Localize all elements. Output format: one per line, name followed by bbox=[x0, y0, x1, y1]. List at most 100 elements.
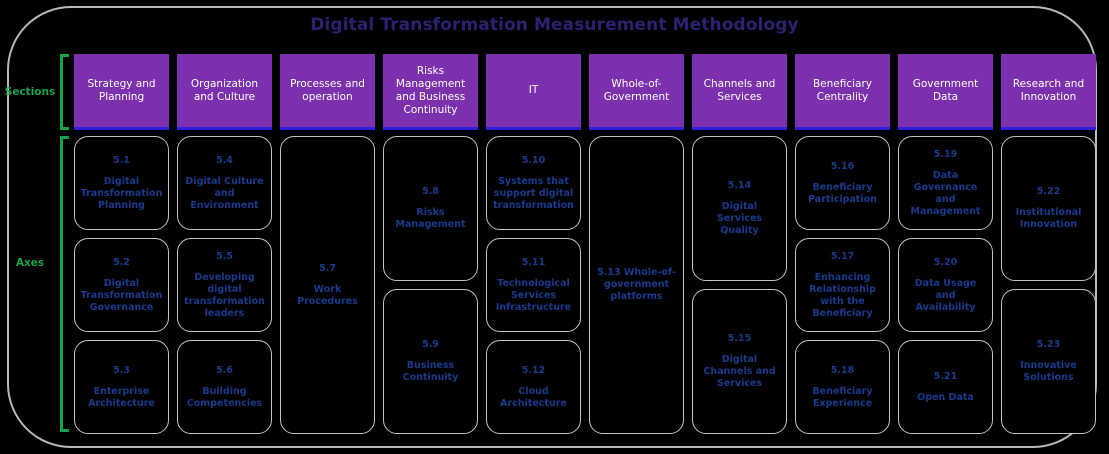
axis-card-5.13[interactable]: 5.135.13 Whole-of-government platforms bbox=[589, 136, 684, 434]
axis-number: 5.20 bbox=[933, 256, 958, 268]
axis-number: 5.6 bbox=[216, 364, 233, 376]
section-header-9[interactable]: Government Data bbox=[898, 54, 993, 130]
axis-title: Cloud Architecture bbox=[500, 385, 567, 409]
axis-title: Enterprise Architecture bbox=[88, 385, 155, 409]
axis-number: 5.15 bbox=[727, 333, 752, 344]
axis-number: 5.5 bbox=[216, 250, 233, 262]
axes-row-label: Axes bbox=[15, 257, 45, 269]
axis-title: Work Procedures bbox=[297, 283, 358, 307]
axis-number: 5.10 bbox=[521, 154, 546, 166]
axis-title: Open Data bbox=[917, 391, 974, 403]
axis-title: Developing digital transformation leader… bbox=[184, 271, 265, 319]
axis-number: 5.4 bbox=[216, 154, 233, 166]
axis-title: Digital Culture and Environment bbox=[185, 175, 264, 211]
section-header-4[interactable]: Risks Management and Business Continuity bbox=[383, 54, 478, 130]
axis-title: Institutional Innovation bbox=[1015, 207, 1082, 230]
section-header-7[interactable]: Channels and Services bbox=[692, 54, 787, 130]
axis-title: Data Governance and Management bbox=[910, 169, 981, 217]
section-header-8[interactable]: Beneficiary Centrality bbox=[795, 54, 890, 130]
axis-title: Risks Management bbox=[395, 207, 466, 230]
axis-title: Digital Channels and Services bbox=[703, 354, 776, 389]
axis-number: 5.11 bbox=[521, 256, 546, 268]
axis-title: Enhancing Relationship with the Benefici… bbox=[809, 271, 876, 319]
axis-title: Digital Services Quality bbox=[716, 201, 763, 236]
section-header-2[interactable]: Organization and Culture bbox=[177, 54, 272, 130]
axis-number: 5.9 bbox=[422, 339, 439, 350]
axis-number: 5.17 bbox=[830, 250, 855, 262]
axis-title: Beneficiary Experience bbox=[812, 385, 873, 409]
axis-title: Systems that support digital transformat… bbox=[493, 175, 574, 211]
axis-number: 5.23 bbox=[1036, 339, 1061, 350]
axis-number: 5.8 bbox=[422, 186, 439, 197]
axis-number: 5.19 bbox=[933, 148, 958, 160]
section-header-5[interactable]: IT bbox=[486, 54, 581, 130]
axis-title: Data Usage and Availability bbox=[914, 277, 977, 313]
axis-number: 5.22 bbox=[1036, 186, 1061, 197]
axis-number: 5.1 bbox=[113, 154, 130, 166]
axis-title: Technological Services Infrastructure bbox=[495, 277, 572, 313]
sections-row-label: Sections bbox=[4, 86, 56, 98]
axis-number: 5.16 bbox=[830, 160, 855, 172]
axis-number: 5.3 bbox=[113, 364, 130, 376]
axis-number: 5.21 bbox=[933, 370, 958, 382]
axis-title: Digital Transformation Governance bbox=[80, 277, 163, 313]
axis-title: Business Continuity bbox=[402, 360, 459, 383]
axis-number: 5.2 bbox=[113, 256, 130, 268]
axis-number: 5.18 bbox=[830, 364, 855, 376]
axis-number: 5.14 bbox=[727, 180, 752, 191]
section-column: Risks Management and Business Continuity… bbox=[383, 54, 478, 434]
section-header-1[interactable]: Strategy and Planning bbox=[74, 54, 169, 130]
axes-stack: 5.135.13 Whole-of-government platforms bbox=[589, 136, 684, 434]
sections-bracket bbox=[60, 54, 69, 130]
axes-bracket bbox=[60, 136, 69, 432]
section-header-10[interactable]: Research and Innovation bbox=[1001, 54, 1096, 130]
axis-title: 5.13 Whole-of-government platforms bbox=[597, 267, 676, 302]
axis-title: Innovative Solutions bbox=[1020, 360, 1077, 383]
axis-title: Beneficiary Participation bbox=[808, 181, 877, 205]
section-header-3[interactable]: Processes and operation bbox=[280, 54, 375, 130]
section-header-6[interactable]: Whole-of-Government bbox=[589, 54, 684, 130]
axis-number: 5.12 bbox=[521, 364, 546, 376]
axis-title: Digital Transformation Planning bbox=[80, 175, 163, 211]
